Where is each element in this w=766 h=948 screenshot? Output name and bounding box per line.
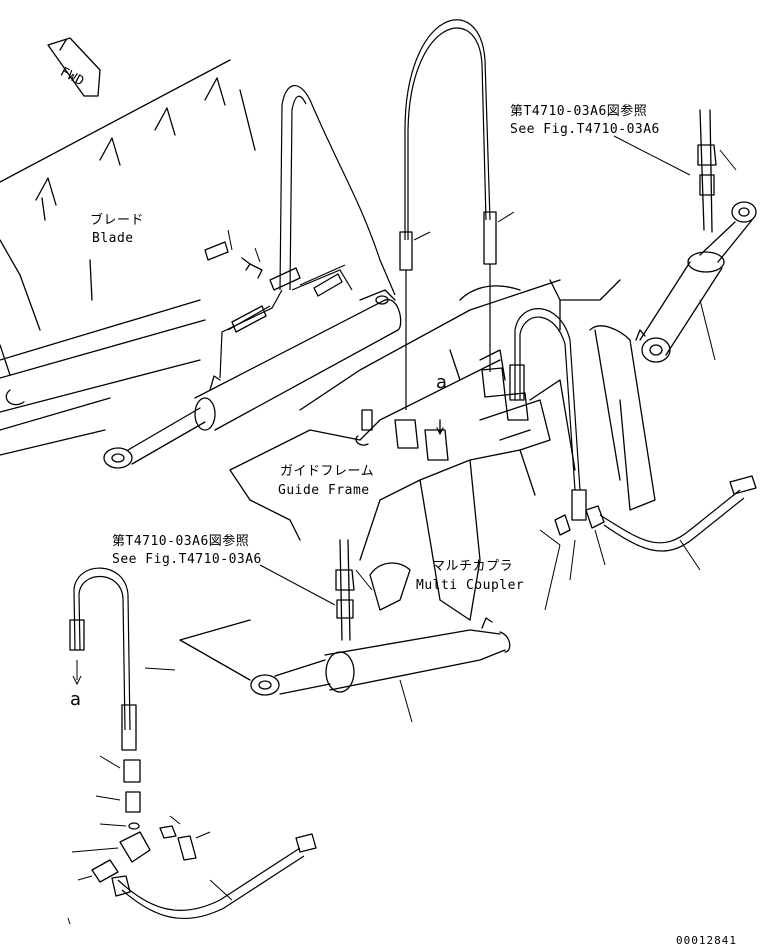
blade-label-en: Blade	[92, 231, 134, 246]
blade-angle-cylinder: 第T4710-03A6図参照 See Fig.T4710-03A6	[510, 103, 757, 363]
blade-tilt-cylinder	[103, 289, 402, 469]
hose-center-loop	[399, 19, 515, 410]
drawing-number: 00012841	[676, 934, 737, 947]
coupler-label-jp: マルチカプラ	[432, 559, 513, 574]
coupler-label-en: Multi Coupler	[416, 578, 524, 593]
ref-top-jp: 第T4710-03A6図参照	[510, 103, 647, 119]
arrow-a-top: a	[436, 372, 447, 393]
multi-coupler: a	[355, 367, 529, 461]
guide-frame: ガイドフレーム Guide Frame	[229, 279, 656, 621]
forward-arrow-icon: FWD	[47, 37, 101, 97]
blade: ブレード Blade	[0, 59, 256, 456]
fittings-group	[67, 755, 317, 925]
ref-left-en: See Fig.T4710-03A6	[112, 552, 262, 567]
hose-u-loop: a	[69, 567, 176, 751]
guide-frame-label-jp: ガイドフレーム	[280, 464, 374, 479]
lower-cylinder: 第T4710-03A6図参照 See Fig.T4710-03A6	[112, 533, 511, 723]
ref-top-en: See Fig.T4710-03A6	[510, 122, 660, 137]
hose-right-loop: マルチカプラ Multi Coupler	[416, 308, 757, 611]
blade-label-jp: ブレード	[90, 212, 144, 228]
ref-left-jp: 第T4710-03A6図参照	[112, 533, 249, 549]
hose-assembly-left	[204, 85, 396, 379]
fwd-label: FWD	[58, 65, 87, 90]
arrow-a-left: a	[70, 689, 81, 710]
guide-frame-label-en: Guide Frame	[278, 483, 370, 498]
